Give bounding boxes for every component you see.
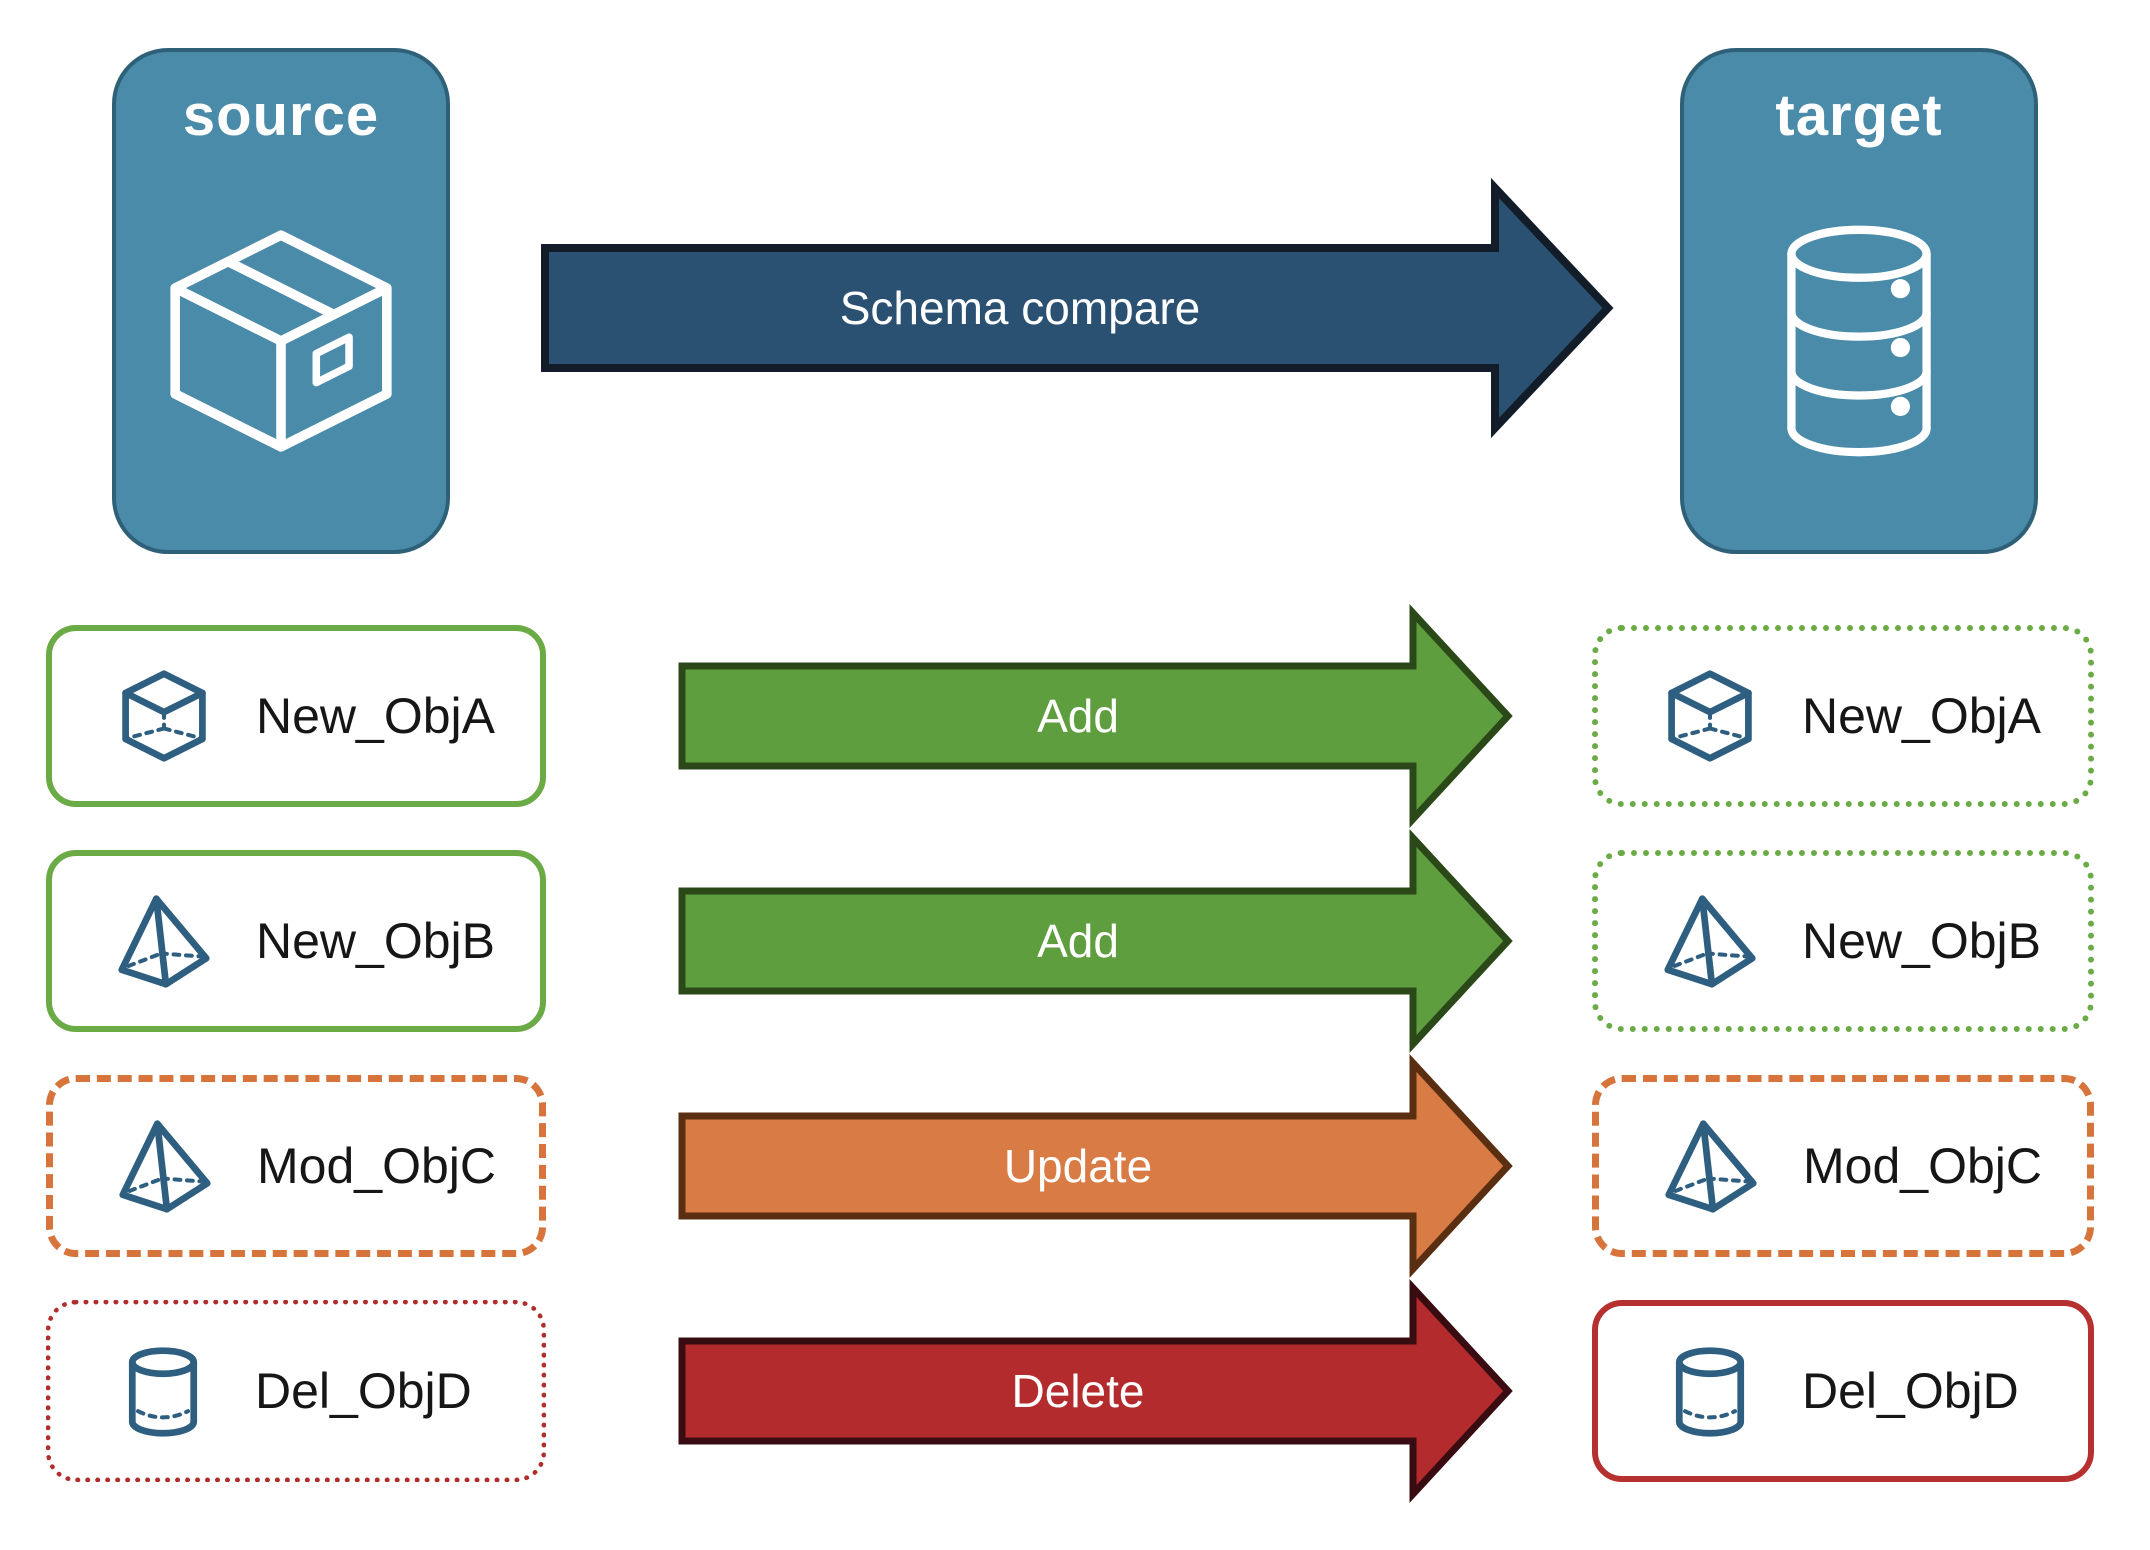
target-object-new-obja: New_ObjA	[1592, 625, 2094, 807]
source-object-mod-objc: Mod_ObjC	[46, 1075, 546, 1257]
source-object-new-objb: New_ObjB	[46, 850, 546, 1032]
source-node-title: source	[182, 83, 380, 148]
schema-compare-label: Schema compare	[840, 282, 1201, 334]
pyramid-icon	[116, 893, 212, 989]
package-icon	[155, 215, 407, 467]
target-object-new-objb: New_ObjB	[1592, 850, 2094, 1032]
schema-compare-arrow: Schema compare	[541, 177, 1614, 439]
add-arrow-2: Add	[678, 829, 1513, 1053]
target-object-mod-objc: Mod_ObjC	[1592, 1075, 2094, 1257]
target-node-title: target	[1775, 83, 1943, 148]
update-arrow: Update	[678, 1054, 1513, 1278]
update-arrow-label: Update	[1004, 1140, 1152, 1192]
pyramid-icon	[1663, 1118, 1759, 1214]
source-node: source	[112, 48, 450, 554]
object-label: Del_ObjD	[255, 1363, 472, 1419]
object-label: New_ObjB	[1802, 913, 2041, 969]
add-arrow-1: Add	[678, 604, 1513, 828]
delete-arrow-label: Delete	[1012, 1365, 1145, 1417]
object-label: Del_ObjD	[1802, 1363, 2019, 1419]
cube-icon	[116, 668, 212, 764]
add-arrow-label: Add	[1037, 915, 1119, 967]
source-object-new-obja: New_ObjA	[46, 625, 546, 807]
target-node: target	[1680, 48, 2038, 554]
delete-arrow: Delete	[678, 1279, 1513, 1503]
cylinder-icon	[115, 1343, 211, 1439]
object-label: New_ObjA	[1802, 688, 2041, 744]
pyramid-icon	[117, 1118, 213, 1214]
object-label: New_ObjA	[256, 688, 495, 744]
database-icon	[1750, 216, 1968, 466]
pyramid-icon	[1662, 893, 1758, 989]
object-label: New_ObjB	[256, 913, 495, 969]
cube-icon	[1662, 668, 1758, 764]
object-label: Mod_ObjC	[257, 1138, 496, 1194]
cylinder-icon	[1662, 1343, 1758, 1439]
source-object-del-objd: Del_ObjD	[46, 1300, 546, 1482]
target-object-del-objd: Del_ObjD	[1592, 1300, 2094, 1482]
object-label: Mod_ObjC	[1803, 1138, 2042, 1194]
add-arrow-label: Add	[1037, 690, 1119, 742]
